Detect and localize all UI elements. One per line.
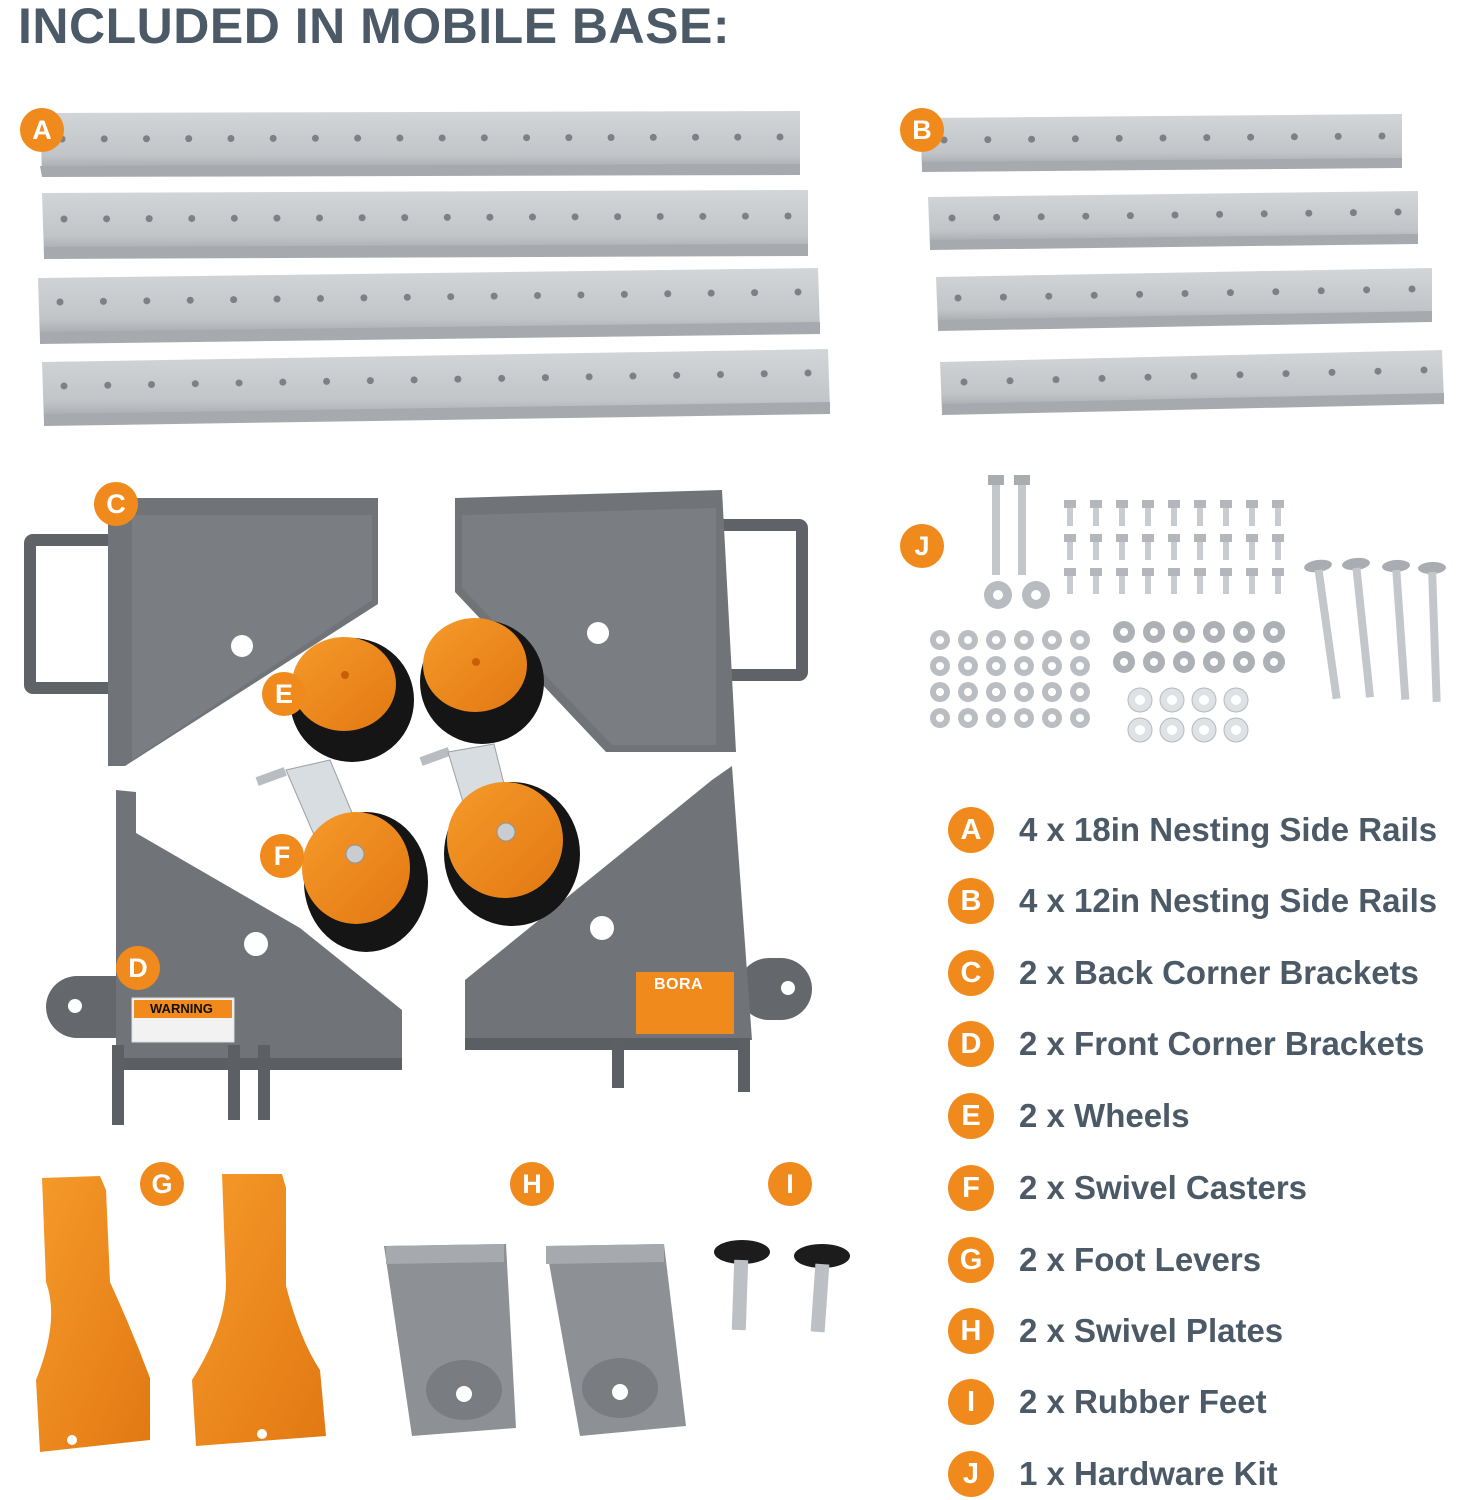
callout-badge-c: C [94, 482, 138, 526]
legend-badge: F [948, 1165, 994, 1211]
legend-text: 2 x Swivel Plates [1019, 1312, 1284, 1349]
rails-12in [920, 114, 1444, 415]
callout-badge-d: D [116, 946, 160, 990]
warning-label: WARNING [150, 1001, 213, 1016]
legend-text: 2 x Front Corner Brackets [1019, 1025, 1425, 1062]
legend-badge: H [948, 1308, 994, 1354]
rail [42, 190, 808, 259]
legend-badge: A [948, 807, 994, 853]
legend-badge: D [948, 1021, 994, 1067]
legend-badge: E [948, 1093, 994, 1139]
rails-18in [38, 111, 830, 426]
callout-badge-h: H [510, 1162, 554, 1206]
rubber-foot [714, 1240, 770, 1331]
rail [38, 268, 820, 344]
front-corner-bracket-left [46, 790, 402, 1125]
callout-badge-b: B [900, 108, 944, 152]
legend-text: 4 x 18in Nesting Side Rails [1019, 811, 1438, 848]
rail [920, 114, 1402, 172]
legend-text: 1 x Hardware Kit [1019, 1455, 1278, 1492]
legend-badge: B [948, 878, 994, 924]
legend-text: 2 x Swivel Casters [1019, 1169, 1308, 1206]
rail [40, 111, 800, 177]
legend-text: 4 x 12in Nesting Side Rails [1019, 882, 1438, 919]
hardware-kit [930, 475, 1446, 743]
legend-text: 2 x Wheels [1019, 1097, 1190, 1134]
brand-label: BORA [654, 976, 704, 993]
callout-badge-a: A [20, 108, 64, 152]
rail [928, 191, 1418, 250]
swivel-caster [255, 759, 428, 952]
legend-badge: J [948, 1451, 994, 1497]
callout-badge-g: G [140, 1162, 184, 1206]
swivel-caster [419, 743, 580, 926]
front-corner-bracket-right [465, 766, 812, 1092]
rail [42, 349, 830, 426]
rail [940, 350, 1444, 415]
back-corner-bracket-right [455, 490, 808, 752]
swivel-plate [546, 1244, 686, 1436]
foot-lever [36, 1176, 150, 1452]
callout-badge-f: F [260, 834, 304, 878]
page-title: INCLUDED IN MOBILE BASE: [18, 0, 730, 54]
callout-badge-j: J [900, 524, 944, 568]
callout-badge-i: I [768, 1162, 812, 1206]
legend-text: 2 x Rubber Feet [1019, 1383, 1267, 1420]
legend-badge: G [948, 1237, 994, 1283]
wheel [290, 637, 414, 762]
swivel-plate [384, 1244, 516, 1436]
foot-lever [192, 1174, 326, 1446]
legend-text: 2 x Back Corner Brackets [1019, 954, 1419, 991]
callout-badge-e: E [262, 672, 306, 716]
back-corner-bracket-left [24, 498, 378, 766]
legend-text: 2 x Foot Levers [1019, 1241, 1262, 1278]
legend-badge: C [948, 950, 994, 996]
wheel [420, 618, 544, 744]
legend-badge: I [948, 1379, 994, 1425]
rail [936, 268, 1432, 331]
rubber-foot [794, 1244, 850, 1333]
